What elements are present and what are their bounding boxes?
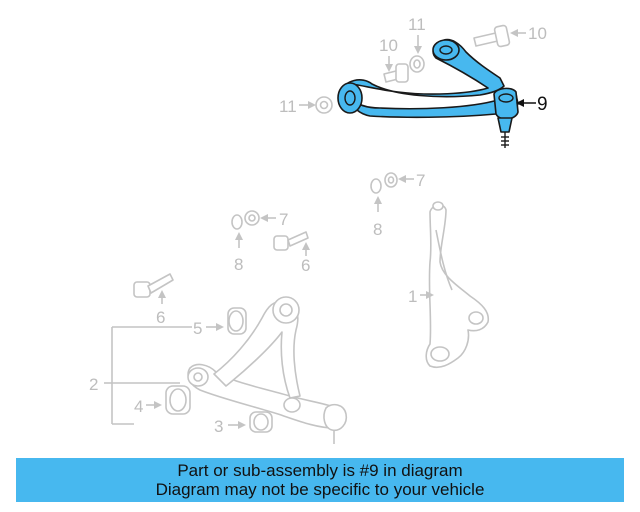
svg-text:5: 5: [193, 319, 202, 338]
banner-line-1: Part or sub-assembly is #9 in diagram: [177, 461, 463, 480]
banner-line-2: Diagram may not be specific to your vehi…: [155, 480, 485, 499]
steering-knuckle: [425, 201, 490, 369]
callout-1: 1: [408, 287, 434, 306]
svg-text:11: 11: [408, 15, 426, 34]
svg-text:10: 10: [528, 24, 547, 43]
svg-text:7: 7: [416, 171, 425, 190]
bushing-5: [227, 307, 247, 335]
callout-4: 4: [134, 397, 162, 416]
svg-text:10: 10: [379, 36, 398, 55]
nut-7-mid: [244, 210, 260, 226]
callout-6-left: 6: [156, 290, 166, 327]
svg-text:4: 4: [134, 397, 143, 416]
svg-text:8: 8: [373, 220, 382, 239]
svg-text:3: 3: [214, 417, 223, 436]
washer-8-mid: [231, 214, 243, 230]
callout-9-label: 9: [537, 94, 548, 115]
nut-11-top: [409, 55, 425, 73]
callout-7-mid: 7: [260, 210, 288, 229]
callout-8-right: 8: [373, 196, 382, 239]
callout-5: 5: [193, 319, 224, 338]
bolt-10-upper-right: [473, 24, 511, 48]
callout-8-mid: 8: [234, 232, 243, 274]
svg-text:2: 2: [89, 375, 98, 394]
svg-text:6: 6: [301, 256, 310, 275]
bolt-10-center: [383, 63, 409, 83]
callout-10-right: 10: [510, 24, 547, 43]
bushing-3: [249, 411, 273, 433]
bolt-6-left: [133, 273, 174, 298]
callout-3: 3: [214, 417, 246, 436]
svg-text:7: 7: [279, 210, 288, 229]
nut-7-right: [384, 172, 398, 188]
callout-11-left: 11: [279, 97, 316, 116]
svg-text:1: 1: [408, 287, 417, 306]
svg-text:8: 8: [234, 255, 243, 274]
lower-control-arm: [187, 296, 348, 444]
bolt-6-mid: [273, 231, 309, 251]
info-banner: Part or sub-assembly is #9 in diagram Di…: [16, 458, 624, 502]
svg-text:11: 11: [279, 97, 297, 116]
callout-2: 2: [89, 326, 192, 425]
nut-11-left: [315, 96, 333, 114]
callout-7-right: 7: [398, 171, 425, 190]
svg-text:6: 6: [156, 308, 165, 327]
callout-10-center: 10: [379, 36, 398, 72]
callout-9: 9: [516, 94, 548, 115]
callout-6-mid: 6: [301, 242, 310, 275]
callout-11-top: 11: [408, 15, 426, 54]
upper-control-arm[interactable]: [337, 38, 519, 148]
washer-8-right: [370, 178, 382, 194]
bushing-4: [165, 385, 191, 415]
